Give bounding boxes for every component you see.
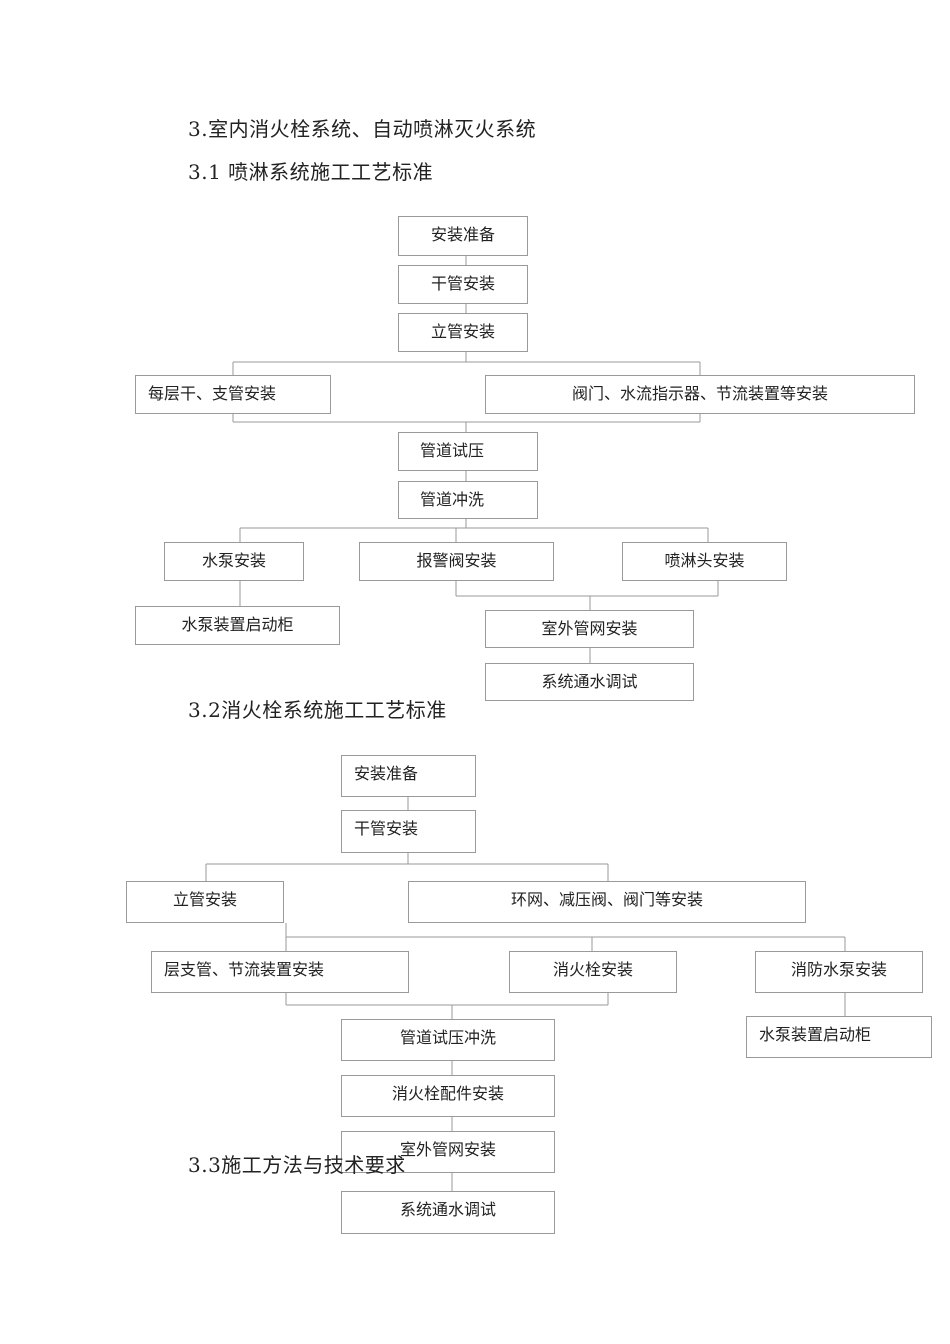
step-label: 室外管网安装 xyxy=(399,1140,496,1159)
hydrant-step-outdoor-net: 室外管网安装 xyxy=(341,1131,555,1173)
sprinkler-step-alarm-valve: 报警阀安装 xyxy=(359,542,554,581)
section-3-2-heading: 3.2消火栓系统施工工艺标准 xyxy=(188,698,447,722)
step-label: 层支管、节流装置安装 xyxy=(164,960,325,979)
step-label: 消防水泵安装 xyxy=(790,960,887,979)
sprinkler-step-pressure-test: 管道试压 xyxy=(398,432,538,471)
step-label: 水泵装置启动柜 xyxy=(181,615,294,634)
sprinkler-step-outdoor-net: 室外管网安装 xyxy=(485,610,694,648)
hydrant-step-fittings: 消火栓配件安装 xyxy=(341,1075,555,1117)
hydrant-step-fire-pump: 消防水泵安装 xyxy=(755,951,923,993)
hydrant-step-pressure-flush: 管道试压冲洗 xyxy=(341,1019,555,1061)
step-label: 安装准备 xyxy=(354,764,419,783)
sprinkler-step-riser: 立管安装 xyxy=(398,313,528,352)
step-label: 管道试压 xyxy=(420,441,485,460)
step-label: 水泵装置启动柜 xyxy=(759,1025,872,1044)
step-label: 管道冲洗 xyxy=(420,490,485,509)
sprinkler-step-pump-cabinet: 水泵装置启动柜 xyxy=(135,606,340,645)
step-label: 报警阀安装 xyxy=(416,551,497,570)
hydrant-step-riser: 立管安装 xyxy=(126,881,284,923)
step-label: 立管安装 xyxy=(172,890,237,909)
step-label: 系统通水调试 xyxy=(399,1200,496,1219)
hydrant-step-commissioning: 系统通水调试 xyxy=(341,1191,555,1234)
step-label: 水泵安装 xyxy=(201,551,266,570)
sprinkler-step-main-pipe: 干管安装 xyxy=(398,265,528,304)
step-label: 系统通水调试 xyxy=(541,672,638,691)
sprinkler-step-sprinkler-head: 喷淋头安装 xyxy=(622,542,787,581)
step-label: 每层干、支管安装 xyxy=(148,384,277,403)
hydrant-step-ring-net: 环网、减压阀、阀门等安装 xyxy=(408,881,806,923)
sprinkler-step-branch: 每层干、支管安装 xyxy=(135,375,331,414)
step-label: 干管安装 xyxy=(430,274,495,293)
hydrant-step-floor-branch: 层支管、节流装置安装 xyxy=(151,951,409,993)
sprinkler-step-prepare: 安装准备 xyxy=(398,216,528,256)
sprinkler-step-valves: 阀门、水流指示器、节流装置等安装 xyxy=(485,375,915,414)
step-label: 管道试压冲洗 xyxy=(399,1028,496,1047)
step-label: 消火栓安装 xyxy=(552,960,633,979)
step-label: 阀门、水流指示器、节流装置等安装 xyxy=(571,384,828,403)
section-3-1-heading: 3.1 喷淋系统施工工艺标准 xyxy=(188,160,434,184)
step-label: 室外管网安装 xyxy=(541,619,638,638)
hydrant-step-prepare: 安装准备 xyxy=(341,755,476,797)
section-3-3-heading: 3.3施工方法与技术要求 xyxy=(188,1153,406,1177)
step-label: 喷淋头安装 xyxy=(664,551,745,570)
hydrant-step-hydrant: 消火栓安装 xyxy=(509,951,677,993)
step-label: 环网、减压阀、阀门等安装 xyxy=(510,890,703,909)
section-3-heading: 3.室内消火栓系统、自动喷淋灭火系统 xyxy=(188,117,537,141)
hydrant-step-pump-cabinet: 水泵装置启动柜 xyxy=(746,1016,932,1058)
step-label: 安装准备 xyxy=(430,225,495,244)
step-label: 立管安装 xyxy=(430,322,495,341)
sprinkler-step-commissioning: 系统通水调试 xyxy=(485,663,694,701)
sprinkler-step-pump: 水泵安装 xyxy=(164,542,304,581)
step-label: 消火栓配件安装 xyxy=(391,1084,504,1103)
hydrant-step-main-pipe: 干管安装 xyxy=(341,810,476,853)
step-label: 干管安装 xyxy=(354,819,419,838)
sprinkler-step-flush: 管道冲洗 xyxy=(398,481,538,519)
